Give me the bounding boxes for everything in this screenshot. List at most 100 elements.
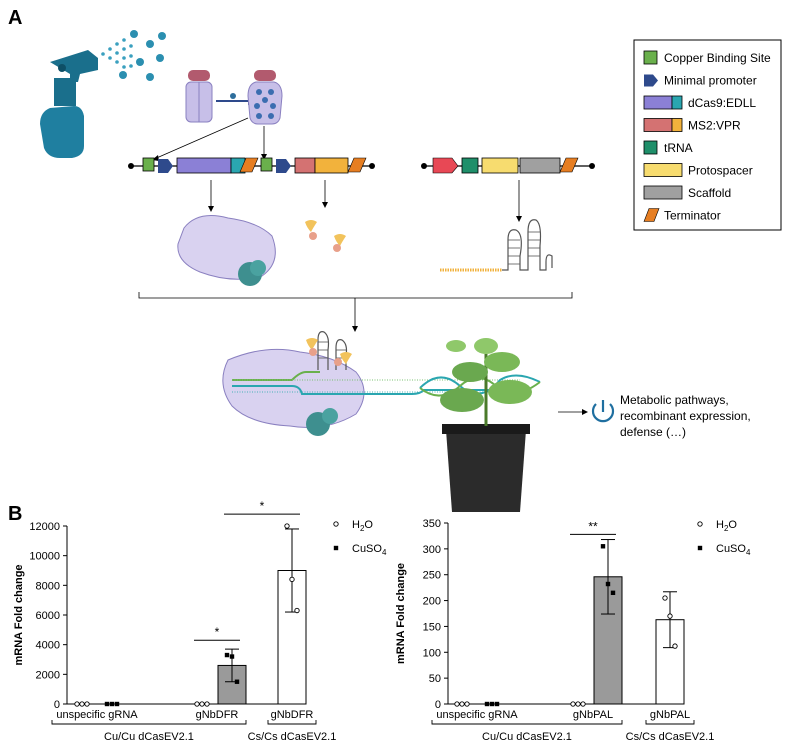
ms2-vpr-protein xyxy=(305,220,346,252)
y-tick-label: 100 xyxy=(423,647,441,659)
y-axis-label: mRNA Fold change xyxy=(13,564,25,665)
outcome-line-3: defense (…) xyxy=(620,425,686,439)
group-label: Cs/Cs dCasEV2.1 xyxy=(248,731,337,743)
group-bracket xyxy=(51,720,247,725)
power-icon xyxy=(591,400,615,423)
y-tick-label: 0 xyxy=(54,699,60,711)
data-point xyxy=(194,701,200,707)
y-tick-label: 50 xyxy=(429,673,441,685)
svg-text:CuSO4: CuSO4 xyxy=(716,543,751,557)
data-point xyxy=(74,701,80,707)
significance-label: * xyxy=(215,625,220,639)
category-label: gNbPAL xyxy=(573,709,613,721)
y-tick-label: 350 xyxy=(423,518,441,530)
data-point xyxy=(605,581,611,587)
y-tick-label: 8000 xyxy=(36,580,60,592)
legend-label: Terminator xyxy=(664,209,721,223)
spray-droplets xyxy=(101,30,166,81)
data-point xyxy=(459,701,465,707)
data-point xyxy=(600,544,606,549)
dcas9-protein xyxy=(177,215,276,286)
category-label: gNbDFR xyxy=(271,709,314,721)
arrowhead xyxy=(582,409,588,415)
data-point xyxy=(464,701,470,707)
svg-text:CuSO4: CuSO4 xyxy=(352,543,387,557)
data-point xyxy=(484,701,490,707)
legend-label: MS2:VPR xyxy=(688,119,741,133)
data-point xyxy=(204,701,210,707)
chart-legend-item: H2O xyxy=(697,519,737,533)
legend-item-2: dCas9:EDLL xyxy=(643,95,756,110)
legend-item-0: Copper Binding Site xyxy=(643,50,771,65)
expression-arrows xyxy=(210,180,520,218)
chart-legend-item: CuSO4 xyxy=(333,543,387,557)
data-point xyxy=(575,701,581,707)
guide-rna xyxy=(440,219,553,272)
svg-text:H2O: H2O xyxy=(716,519,737,533)
y-tick-label: 10000 xyxy=(29,551,60,563)
significance-label: * xyxy=(260,499,265,513)
genetic-construct-1 xyxy=(128,157,375,174)
outcome-line-2: recombinant expression, xyxy=(620,409,751,423)
y-axis-label: mRNA Fold change xyxy=(395,563,407,664)
data-point xyxy=(229,654,235,659)
data-point xyxy=(199,701,205,707)
copper-sensor-active xyxy=(247,70,283,125)
convergence-bracket xyxy=(138,292,573,328)
y-tick-label: 250 xyxy=(423,570,441,582)
legend-label: Copper Binding Site xyxy=(664,51,771,65)
legend-item-3: MS2:VPR xyxy=(643,118,741,133)
panel-label-a: A xyxy=(8,7,22,29)
group-bracket xyxy=(267,720,317,725)
category-label: gNbDFR xyxy=(196,709,239,721)
y-tick-label: 150 xyxy=(423,621,441,633)
legend-item-6: Scaffold xyxy=(643,185,731,200)
genetic-construct-2 xyxy=(421,157,595,174)
group-label: Cs/Cs dCasEV2.1 xyxy=(626,731,715,743)
chart-pal: 0 50 100 150 200 250 300 350 mRNA Fold change ** u… xyxy=(395,518,751,743)
data-point xyxy=(489,701,495,707)
data-point xyxy=(84,701,90,707)
arrowheads xyxy=(208,202,522,222)
legend-label: tRNA xyxy=(664,141,693,155)
data-point xyxy=(109,701,115,707)
data-point xyxy=(570,701,576,707)
chart-legend-item: CuSO4 xyxy=(697,543,751,557)
data-point xyxy=(79,701,85,707)
y-tick-label: 0 xyxy=(435,699,441,711)
svg-text:H2O: H2O xyxy=(352,519,373,533)
group-label: Cu/Cu dCasEV2.1 xyxy=(104,731,194,743)
data-point xyxy=(294,607,300,614)
outcome-line-1: Metabolic pathways, xyxy=(620,393,729,407)
data-point xyxy=(114,701,120,707)
group-bracket xyxy=(431,720,623,725)
significance-label: ** xyxy=(588,519,598,533)
y-tick-label: 200 xyxy=(423,596,441,608)
group-bracket xyxy=(645,720,695,725)
chart-legend-item: H2O xyxy=(333,519,373,533)
data-point xyxy=(284,523,290,529)
y-tick-label: 6000 xyxy=(36,610,60,622)
category-label: unspecific gRNA xyxy=(436,709,518,721)
legend-item-7: Terminator xyxy=(643,208,721,223)
panel-label-b: B xyxy=(8,503,22,525)
data-point xyxy=(454,701,460,707)
arrowhead xyxy=(352,326,358,332)
y-tick-label: 300 xyxy=(423,544,441,556)
data-point xyxy=(234,679,240,684)
y-tick-label: 2000 xyxy=(36,669,60,681)
spray-bottle-icon xyxy=(40,50,98,158)
category-label: gNbPAL xyxy=(650,709,690,721)
legend-label: Protospacer xyxy=(688,164,753,178)
data-point xyxy=(662,595,668,601)
data-point xyxy=(104,701,110,707)
legend-label: Scaffold xyxy=(688,186,731,200)
bar xyxy=(217,664,247,705)
category-label: unspecific gRNA xyxy=(56,709,138,721)
group-label: Cu/Cu dCasEV2.1 xyxy=(482,731,572,743)
data-point xyxy=(224,652,230,658)
y-tick-label: 12000 xyxy=(29,521,60,533)
arrowhead xyxy=(261,154,267,160)
